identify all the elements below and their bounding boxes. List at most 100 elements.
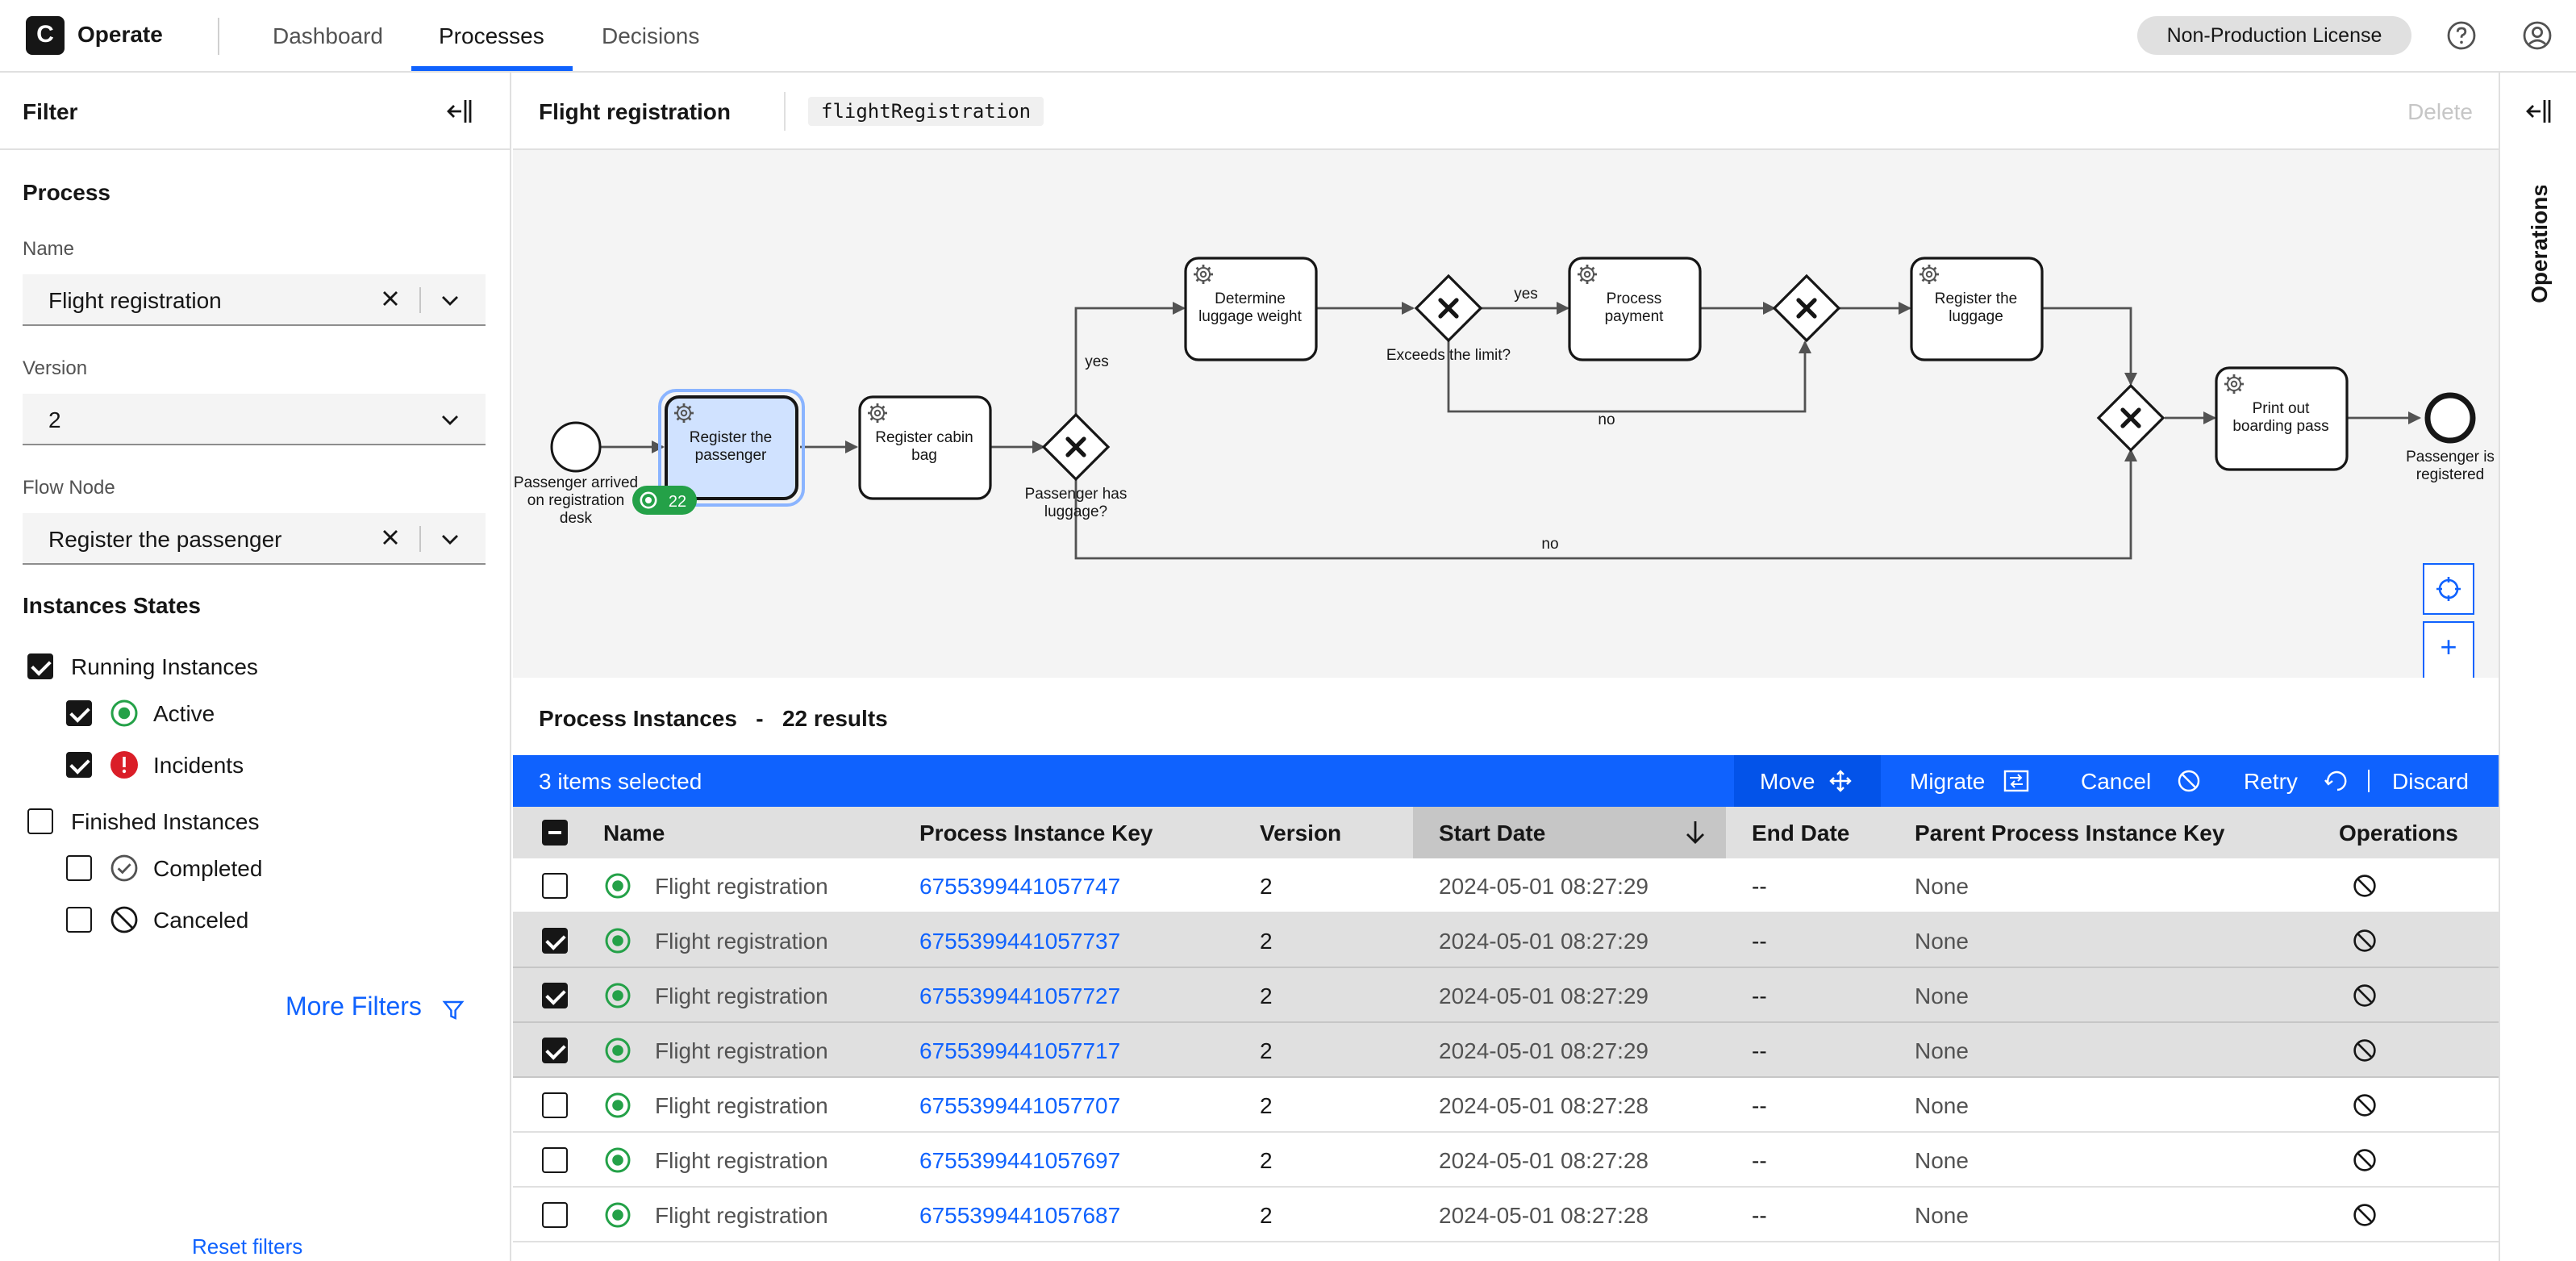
row-instance-key-link[interactable]: 6755399441057747 (919, 873, 1121, 899)
col-parent-key[interactable]: Parent Process Instance Key (1915, 820, 2225, 846)
col-end-date[interactable]: End Date (1752, 820, 1850, 846)
task-register-passenger[interactable] (665, 395, 798, 500)
operations-vertical-label[interactable]: Operations (2513, 186, 2565, 363)
zoom-in-button[interactable]: + (2423, 621, 2474, 673)
completed-checkbox[interactable] (66, 855, 92, 881)
license-badge[interactable]: Non-Production License (2137, 16, 2411, 55)
chevron-down-icon[interactable] (440, 290, 460, 310)
row-instance-key-link[interactable]: 6755399441057697 (919, 1147, 1121, 1173)
task-register-cabin-bag[interactable] (858, 395, 992, 500)
nav-dashboard[interactable]: Dashboard (273, 23, 383, 48)
cancel-instance-icon[interactable] (2352, 1092, 2378, 1118)
cancel-instance-icon[interactable] (2352, 1202, 2378, 1228)
row-start-date: 2024-05-01 08:27:29 (1439, 928, 1649, 954)
col-instance-key[interactable]: Process Instance Key (919, 820, 1153, 846)
clear-icon[interactable] (379, 526, 402, 549)
filter-funnel-icon[interactable] (442, 999, 465, 1021)
app-header: C Operate Dashboard Processes Decisions … (0, 0, 2576, 73)
finished-instances-checkbox[interactable] (27, 808, 53, 834)
row-checkbox[interactable] (542, 1038, 568, 1063)
clear-icon[interactable] (379, 287, 402, 310)
user-avatar-icon[interactable] (2521, 19, 2553, 52)
header-divider (218, 18, 219, 55)
row-start-date: 2024-05-01 08:27:29 (1439, 873, 1649, 899)
select-all-checkbox[interactable] (542, 820, 568, 846)
active-checkbox[interactable] (66, 700, 92, 726)
flow-node-dropdown[interactable]: Register the passenger (23, 513, 486, 565)
gateway-x-marker (2120, 407, 2141, 428)
cancel-instance-icon[interactable] (2352, 873, 2378, 899)
row-end-date: -- (1752, 1092, 1767, 1118)
chevron-down-icon[interactable] (440, 410, 460, 429)
incidents-checkbox[interactable] (66, 752, 92, 778)
task-register-the-luggage[interactable] (1910, 257, 2044, 361)
canceled-checkbox[interactable] (66, 907, 92, 933)
row-end-date: -- (1752, 873, 1767, 899)
col-start-date[interactable]: Start Date (1439, 820, 1546, 846)
row-instance-key-link[interactable]: 6755399441057687 (919, 1202, 1121, 1228)
running-instances-checkbox[interactable] (27, 653, 53, 679)
cancel-instance-icon[interactable] (2352, 928, 2378, 954)
more-filters-button[interactable]: More Filters (286, 994, 422, 1021)
migrate-button[interactable]: Migrate (1910, 755, 2055, 807)
discard-button[interactable]: Discard (2392, 768, 2469, 794)
camunda-logo[interactable]: C (26, 16, 65, 55)
collapse-panel-icon[interactable] (444, 95, 476, 127)
nav-processes[interactable]: Processes (439, 23, 544, 48)
move-label: Move (1760, 768, 1815, 794)
version-dropdown[interactable]: 2 (23, 394, 486, 445)
cancel-instance-icon[interactable] (2352, 1147, 2378, 1173)
row-checkbox[interactable] (542, 873, 568, 899)
nav-decisions[interactable]: Decisions (602, 23, 700, 48)
col-version[interactable]: Version (1260, 820, 1342, 846)
row-version: 2 (1260, 928, 1273, 954)
active-nav-indicator (411, 66, 573, 71)
move-button[interactable]: Move (1734, 755, 1881, 807)
move-icon (1829, 770, 1852, 792)
expand-panel-icon[interactable] (2523, 95, 2555, 127)
process-name-dropdown[interactable]: Flight registration (23, 274, 486, 326)
task-determine-luggage-weight[interactable] (1184, 257, 1318, 361)
start-event[interactable] (550, 421, 602, 473)
cancel-instance-icon[interactable] (2352, 983, 2378, 1008)
row-instance-key-link[interactable]: 6755399441057707 (919, 1092, 1121, 1118)
reset-filters-button[interactable]: Reset filters (192, 1234, 303, 1259)
cancel-instance-icon[interactable] (2352, 1038, 2378, 1063)
task-process-payment[interactable] (1568, 257, 1702, 361)
row-instance-key-link[interactable]: 6755399441057737 (919, 928, 1121, 954)
sorted-column-highlight (1413, 807, 1726, 858)
retry-button[interactable]: Retry (2244, 755, 2366, 807)
cancel-button[interactable]: Cancel (2081, 755, 2226, 807)
active-state-icon (605, 1147, 631, 1173)
sort-descending-icon[interactable] (1684, 820, 1707, 846)
row-parent-key: None (1915, 1038, 1969, 1063)
end-event[interactable] (2424, 392, 2476, 444)
delete-button[interactable]: Delete (2407, 98, 2473, 124)
row-checkbox[interactable] (542, 1147, 568, 1173)
col-name[interactable]: Name (603, 820, 665, 846)
reset-zoom-button[interactable] (2423, 563, 2474, 615)
task-print-boarding-pass[interactable] (2215, 366, 2349, 471)
app-name[interactable]: Operate (77, 21, 163, 47)
row-checkbox[interactable] (542, 983, 568, 1008)
row-instance-key-link[interactable]: 6755399441057727 (919, 983, 1121, 1008)
row-version: 2 (1260, 873, 1273, 899)
chevron-down-icon[interactable] (440, 529, 460, 549)
row-checkbox[interactable] (542, 928, 568, 954)
row-checkbox[interactable] (542, 1092, 568, 1118)
help-icon[interactable] (2445, 19, 2478, 52)
process-section-title: Process (23, 179, 110, 205)
row-start-date: 2024-05-01 08:27:28 (1439, 1147, 1649, 1173)
row-instance-key-link[interactable]: 6755399441057717 (919, 1038, 1121, 1063)
row-checkbox[interactable] (542, 1202, 568, 1228)
